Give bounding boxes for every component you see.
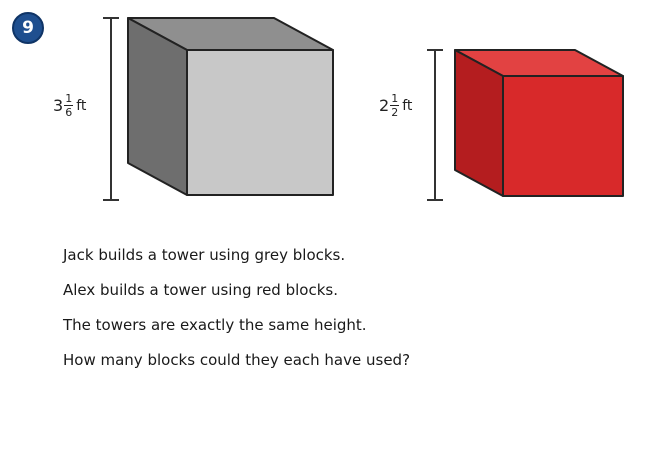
red-height-unit: ft bbox=[402, 97, 413, 114]
grey-height-label: 3 1 6 ft bbox=[53, 93, 86, 118]
question-text: Jack builds a tower using grey blocks. A… bbox=[63, 245, 410, 385]
grey-height-denominator: 6 bbox=[65, 106, 73, 119]
red-height-whole: 2 bbox=[379, 96, 390, 115]
grey-block-front bbox=[186, 49, 334, 196]
grey-block-side bbox=[127, 17, 188, 196]
red-height-fraction: 1 2 bbox=[390, 92, 400, 119]
grey-block bbox=[127, 17, 334, 196]
grey-height-numerator: 1 bbox=[64, 92, 74, 106]
question-line: How many blocks could they each have use… bbox=[63, 351, 411, 369]
blocks-figure bbox=[103, 17, 624, 201]
question-line: Alex builds a tower using red blocks. bbox=[63, 281, 338, 299]
red-height-label: 2 1 2 ft bbox=[379, 93, 412, 118]
red-height-denominator: 2 bbox=[391, 106, 399, 119]
question-number: 9 bbox=[22, 18, 34, 38]
question-line: The towers are exactly the same height. bbox=[63, 316, 367, 334]
grey-height-marker bbox=[103, 17, 119, 201]
red-height-marker bbox=[427, 49, 443, 201]
question-line: Jack builds a tower using grey blocks. bbox=[63, 246, 346, 264]
red-height-numerator: 1 bbox=[390, 92, 400, 106]
question-number-badge: 9 bbox=[12, 12, 44, 44]
red-block-front bbox=[502, 75, 624, 197]
red-block-side bbox=[454, 49, 504, 197]
grey-height-whole: 3 bbox=[53, 96, 64, 115]
grey-height-fraction: 1 6 bbox=[64, 92, 74, 119]
grey-height-unit: ft bbox=[76, 97, 87, 114]
red-block bbox=[454, 49, 624, 197]
